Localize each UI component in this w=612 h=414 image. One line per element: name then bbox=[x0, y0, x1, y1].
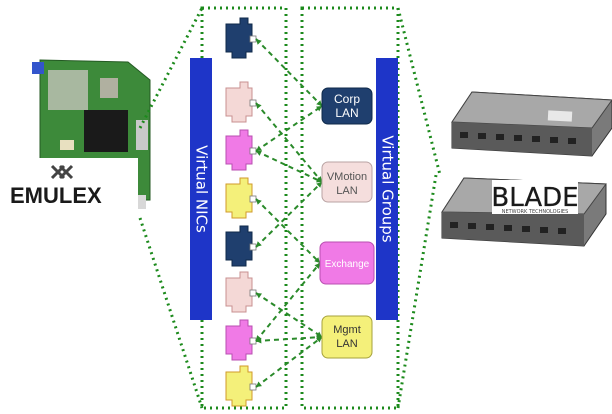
group-label-line2: LAN bbox=[336, 338, 357, 350]
arrowhead bbox=[316, 334, 322, 341]
group-label-line2: LAN bbox=[335, 106, 358, 120]
connection-line bbox=[255, 105, 323, 152]
group-box bbox=[321, 87, 373, 125]
logo-backdrop bbox=[0, 158, 138, 210]
arrowhead bbox=[316, 177, 322, 183]
arrowhead bbox=[256, 103, 262, 109]
blade-logo-subtext: NETWORK TECHNOLOGIES bbox=[502, 209, 569, 215]
vnic-icon bbox=[225, 81, 257, 123]
arrowhead bbox=[316, 100, 322, 106]
connection-line bbox=[255, 292, 323, 338]
virtual-nics-label: Virtual NICs bbox=[193, 145, 211, 233]
arrowhead bbox=[314, 263, 320, 269]
arrowhead bbox=[256, 145, 262, 151]
group-box bbox=[319, 241, 375, 285]
blade-logo-backdrop bbox=[492, 180, 578, 214]
arrowhead bbox=[314, 257, 320, 263]
group-label-line1: Exchange bbox=[325, 259, 370, 270]
blade-logo-text: BLADE bbox=[491, 183, 578, 213]
vnic-list bbox=[225, 17, 257, 407]
emulex-icon bbox=[50, 164, 74, 180]
connection-line bbox=[255, 102, 323, 183]
connection-arrows bbox=[255, 38, 323, 388]
group-label-line1: VMotion bbox=[327, 171, 367, 183]
virtual-groups-bar bbox=[376, 58, 398, 320]
group-mgmt-lan[interactable]: Mgmt LAN bbox=[321, 315, 373, 359]
arrowhead bbox=[256, 150, 262, 156]
vnic-icon bbox=[225, 17, 257, 59]
virtual-nics-bar bbox=[190, 58, 212, 320]
arrowhead bbox=[316, 182, 322, 188]
switch-top-image bbox=[451, 91, 612, 157]
connection-line bbox=[255, 181, 323, 248]
connection-line bbox=[255, 38, 323, 107]
connection-line bbox=[255, 336, 323, 388]
vnic-icon bbox=[225, 271, 257, 313]
vnic-icon bbox=[225, 129, 257, 171]
vnic-icon bbox=[225, 225, 257, 267]
emulex-logo-text: EMULEX bbox=[10, 183, 102, 208]
group-box bbox=[321, 161, 373, 203]
group-label-line2: LAN bbox=[336, 185, 357, 197]
vnic-icon bbox=[225, 365, 257, 407]
connection-line bbox=[255, 262, 321, 342]
connection-line bbox=[255, 150, 323, 183]
arrowhead bbox=[256, 337, 262, 344]
arrowhead bbox=[256, 293, 262, 299]
arrowhead bbox=[256, 381, 262, 387]
group-box bbox=[321, 315, 373, 359]
arrowhead bbox=[256, 335, 262, 341]
group-label-line1: Corp bbox=[334, 92, 360, 106]
arrowhead bbox=[316, 106, 322, 112]
arrowhead bbox=[256, 241, 262, 247]
vnic-icon bbox=[225, 177, 257, 219]
vnic-icon bbox=[225, 319, 257, 361]
arrowhead bbox=[256, 39, 262, 45]
group-corp-lan[interactable]: Corp LAN bbox=[321, 87, 373, 125]
arrowhead bbox=[256, 199, 262, 205]
group-vmotion-lan[interactable]: VMotion LAN bbox=[321, 161, 373, 203]
virtual-groups-label: Virtual Groups bbox=[379, 135, 397, 242]
group-exchange[interactable]: Exchange bbox=[319, 241, 375, 285]
connection-line bbox=[255, 198, 321, 264]
connection-line bbox=[255, 336, 323, 342]
group-label-line1: Mgmt bbox=[333, 324, 361, 336]
